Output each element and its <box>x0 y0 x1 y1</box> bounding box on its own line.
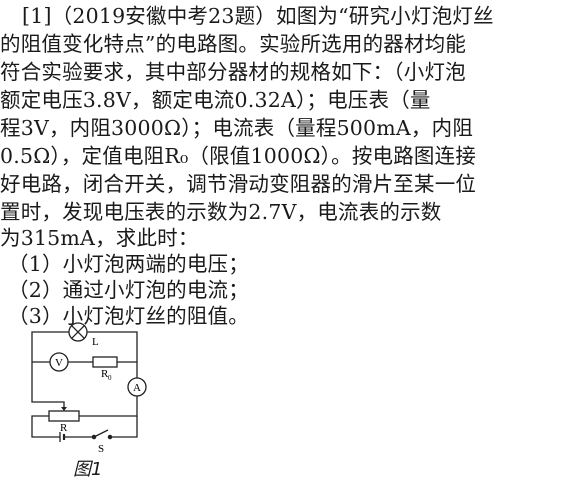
circuit-diagram: L V R 0 A R S <box>31 322 147 455</box>
voltmeter-label: V <box>55 357 63 369</box>
question-3: （3）小灯泡灯丝的阻值。 <box>8 304 249 328</box>
problem-line-9: 为315mA，求此时： <box>0 226 199 250</box>
fixed-resistor-icon <box>92 356 118 368</box>
problem-line-5: 程3V，内阻3000Ω）；电流表（量程500mA，内阻 <box>0 116 474 140</box>
switch-label: S <box>98 443 104 455</box>
lamp-label: L <box>92 336 99 348</box>
problem-line-6: 0.5Ω），定值电阻R₀（限值1000Ω）。按电路图连接 <box>0 144 477 168</box>
rheostat-label: R <box>60 422 68 434</box>
lamp-branch <box>31 322 138 378</box>
ammeter-branch <box>127 377 147 408</box>
problem-line-8: 置时，发现电压表的示数为2.7V，电流表的示数 <box>0 200 442 224</box>
problem-line-7: 好电路，闭合开关，调节滑动变阻器的滑片至某一位 <box>0 172 477 196</box>
problem-line-2: 的阻值变化特点”的电路图。实验所选用的器材均能 <box>0 32 467 56</box>
fixed-resistor-label: R <box>101 368 109 380</box>
fixed-resistor-subscript: 0 <box>108 374 112 382</box>
problem-line-1: [1]（2019安徽中考23题）如图为“研究小灯泡灯丝 <box>22 4 494 28</box>
lamp-icon <box>68 322 88 342</box>
problem-line-3: 符合实验要求，其中部分器材的规格如下：（小灯泡 <box>0 60 466 84</box>
problem-line-4: 额定电压3.8V，额定电流0.32A）；电压表（量 <box>0 88 431 112</box>
rheostat-branch <box>31 362 138 442</box>
figure-caption: 图1 <box>73 459 103 480</box>
meter-branch <box>32 352 137 372</box>
question-1: （1）小灯泡两端的电压； <box>8 252 249 276</box>
question-2: （2）通过小灯泡的电流； <box>8 278 249 302</box>
ammeter-label: A <box>133 382 141 394</box>
rheostat-icon <box>48 410 80 422</box>
